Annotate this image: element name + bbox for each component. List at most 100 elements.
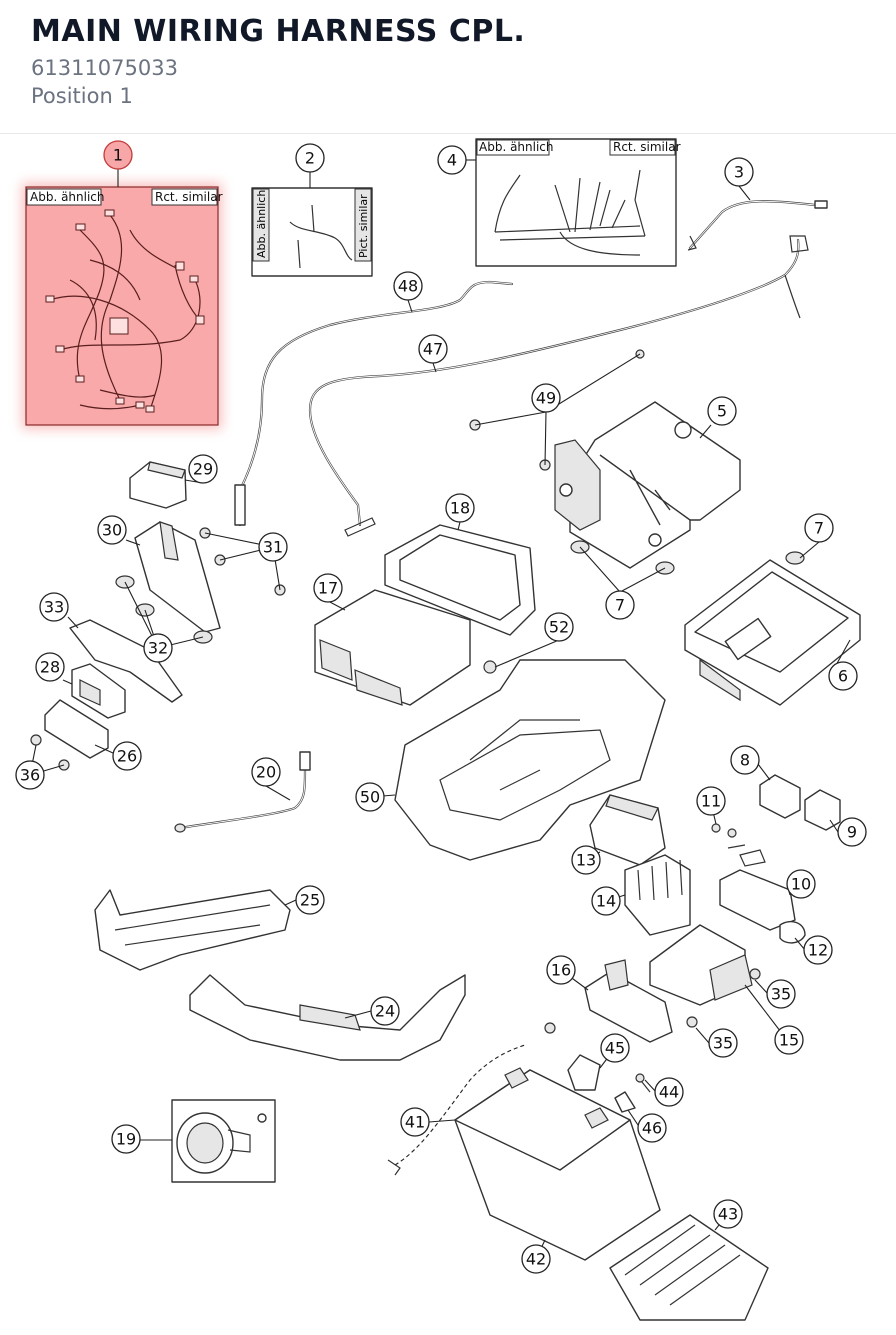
callout-48[interactable]: 48 [393, 271, 423, 301]
callout-32[interactable]: 32 [143, 633, 173, 663]
part-12-grommet[interactable] [779, 920, 806, 944]
tag-similar-en-4: Rct. similar [609, 139, 681, 156]
page-title: MAIN WIRING HARNESS CPL. [31, 14, 526, 49]
svg-text:Abb. ähnlich: Abb. ähnlich [30, 190, 105, 204]
svg-text:32: 32 [148, 639, 168, 658]
callout-26[interactable]: 26 [112, 741, 142, 771]
part-2-wire[interactable]: Abb. ähnlich Pict. similar [251, 187, 373, 277]
part-28-connector[interactable] [71, 663, 126, 719]
callout-24[interactable]: 24 [370, 996, 400, 1026]
svg-text:9: 9 [847, 823, 857, 842]
callout-25[interactable]: 25 [295, 885, 325, 915]
part-1-main-harness[interactable]: Abb. ähnlich Rct. similar [22, 183, 223, 429]
part-16-module[interactable] [584, 959, 673, 1043]
part-30-fuse-holder[interactable] [134, 521, 221, 633]
svg-text:30: 30 [102, 521, 122, 540]
callout-13[interactable]: 13 [571, 845, 601, 875]
part-14-fuses[interactable] [624, 854, 691, 936]
tag-similar-de-1: Abb. ähnlich [26, 188, 105, 206]
svg-text:16: 16 [551, 961, 571, 980]
part-33-bracket[interactable] [69, 619, 183, 703]
part-6-control-unit[interactable] [684, 559, 861, 706]
tag-similar-de-2: Abb. ähnlich [252, 188, 270, 262]
part-17-control-unit[interactable] [314, 589, 471, 706]
part-20-sensor-cable[interactable] [174, 751, 311, 833]
part-45-terminal[interactable] [567, 1054, 601, 1091]
svg-text:8: 8 [740, 751, 750, 770]
callout-11[interactable]: 11 [696, 786, 726, 816]
callout-45[interactable]: 45 [600, 1033, 630, 1063]
callout-29[interactable]: 29 [188, 454, 218, 484]
part-9-relay[interactable] [804, 789, 841, 831]
callout-35b[interactable]: 35 [708, 1028, 738, 1058]
part-35-screw-b[interactable] [686, 1016, 698, 1028]
part-26-bracket[interactable] [44, 699, 109, 759]
callout-35a[interactable]: 35 [766, 979, 796, 1009]
part-24-frame-bracket[interactable] [189, 974, 466, 1061]
callout-5[interactable]: 5 [707, 396, 737, 426]
part-43-battery-mat[interactable] [609, 1214, 769, 1321]
callout-33[interactable]: 33 [39, 592, 69, 622]
callout-43[interactable]: 43 [713, 1199, 743, 1229]
callout-44[interactable]: 44 [654, 1077, 684, 1107]
part-5-bracket[interactable] [554, 401, 741, 569]
tag-similar-en-2: Pict. similar [354, 188, 372, 262]
part-52-nut[interactable] [483, 660, 497, 674]
svg-text:45: 45 [605, 1039, 625, 1058]
callout-9[interactable]: 9 [837, 817, 867, 847]
svg-text:33: 33 [44, 598, 64, 617]
callout-42[interactable]: 42 [521, 1244, 551, 1274]
callout-3[interactable]: 3 [724, 157, 754, 187]
svg-text:48: 48 [398, 277, 418, 296]
callout-30[interactable]: 30 [97, 515, 127, 545]
part-29-relay[interactable] [129, 461, 187, 509]
svg-text:19: 19 [116, 1130, 136, 1149]
part-48-cable[interactable] [234, 280, 514, 527]
part-11-screws[interactable] [711, 823, 737, 838]
part-15-regulator[interactable] [649, 924, 753, 1006]
callout-31[interactable]: 31 [258, 532, 288, 562]
part-42-battery[interactable] [454, 1067, 661, 1261]
part-4-sub-harness[interactable]: Abb. ähnlich Rct. similar [475, 138, 681, 267]
part-7-grommet-c[interactable] [785, 551, 805, 565]
callout-36[interactable]: 36 [15, 760, 45, 790]
part-8-connector[interactable] [759, 774, 801, 819]
callout-15[interactable]: 15 [774, 1025, 804, 1055]
callout-41[interactable]: 41 [400, 1107, 430, 1137]
part-41-battery-cable[interactable] [387, 1044, 526, 1176]
part-25-frame-bracket[interactable] [94, 889, 291, 971]
part-50-tray[interactable] [394, 659, 666, 861]
callout-49[interactable]: 49 [531, 383, 561, 413]
callout-7b[interactable]: 7 [605, 590, 635, 620]
callout-47[interactable]: 47 [418, 334, 448, 364]
callout-14[interactable]: 14 [591, 886, 621, 916]
svg-text:49: 49 [536, 389, 556, 408]
callout-8[interactable]: 8 [730, 745, 760, 775]
part-3-cable[interactable] [687, 200, 828, 251]
part-13-fuse-box[interactable] [589, 794, 666, 866]
callout-12[interactable]: 12 [803, 935, 833, 965]
part-19-horn[interactable] [171, 1099, 276, 1183]
callout-46[interactable]: 46 [637, 1113, 667, 1143]
part-18-cover[interactable] [384, 524, 536, 636]
callout-17[interactable]: 17 [313, 573, 343, 603]
callout-28[interactable]: 28 [35, 652, 65, 682]
callout-4[interactable]: 4 [437, 145, 467, 175]
part-46-terminal[interactable] [614, 1091, 636, 1113]
part-10-connector[interactable] [719, 844, 796, 931]
callout-16[interactable]: 16 [546, 955, 576, 985]
callout-1[interactable]: 1 [103, 140, 133, 170]
part-35-screw-a[interactable] [749, 968, 761, 980]
callout-20[interactable]: 20 [251, 757, 281, 787]
callout-6[interactable]: 6 [828, 661, 858, 691]
part-44-bolt[interactable] [635, 1073, 651, 1093]
callout-18[interactable]: 18 [445, 493, 475, 523]
callout-2[interactable]: 2 [295, 143, 325, 173]
svg-text:1: 1 [113, 146, 123, 165]
callout-50[interactable]: 50 [355, 782, 385, 812]
part-47-cable[interactable] [308, 235, 809, 537]
callout-52[interactable]: 52 [544, 612, 574, 642]
callout-10[interactable]: 10 [786, 869, 816, 899]
callout-7a[interactable]: 7 [804, 513, 834, 543]
callout-19[interactable]: 19 [111, 1124, 141, 1154]
